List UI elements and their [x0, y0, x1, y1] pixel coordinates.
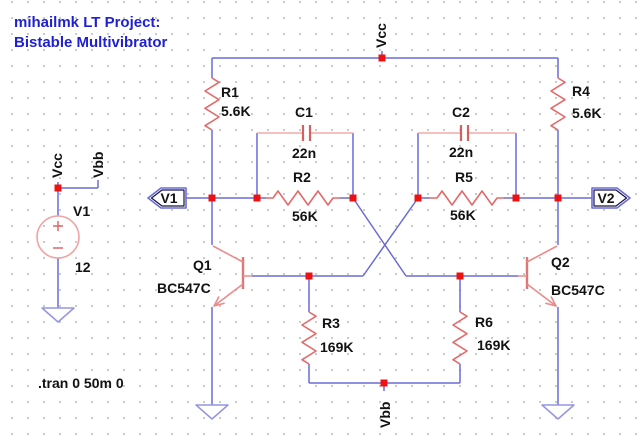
resistor-body	[266, 190, 340, 206]
port-inner-outline	[150, 189, 185, 207]
rail-label-vcc-top[interactable]: Vcc	[373, 23, 389, 48]
rail-label-vbb-left[interactable]: Vbb	[90, 152, 106, 178]
port-label: V2	[597, 190, 614, 206]
rail-label-vcc-left[interactable]: Vcc	[49, 153, 65, 178]
junction-node	[512, 194, 520, 202]
label-Q1-value[interactable]: BC547C	[157, 280, 211, 296]
junction-node	[554, 194, 562, 202]
transistor-leads	[212, 245, 252, 307]
capacitor-C1[interactable]	[257, 125, 353, 141]
source-circle	[36, 215, 80, 259]
resistor-R6[interactable]	[452, 311, 468, 365]
junction-node	[208, 194, 216, 202]
port-v1[interactable]: V1	[147, 187, 187, 209]
label-R2-value[interactable]: 56K	[292, 208, 318, 224]
resistor-body	[452, 311, 468, 365]
label-C1-value[interactable]: 22n	[292, 145, 316, 161]
label-Q1-name[interactable]: Q1	[193, 257, 212, 273]
resistor-R3[interactable]	[301, 311, 317, 365]
resistor-body	[550, 77, 566, 131]
transistor-leads	[518, 245, 558, 307]
label-C2-name[interactable]: C2	[452, 104, 470, 120]
label-C1-name[interactable]: C1	[295, 104, 313, 120]
label-R2-name[interactable]: R2	[293, 169, 311, 185]
label-R3-value[interactable]: 169K	[320, 339, 353, 355]
junction-node	[456, 272, 464, 280]
port-v2[interactable]: V2	[591, 187, 631, 209]
label-V1-value[interactable]: 12	[75, 259, 91, 275]
capacitor-C2[interactable]	[418, 125, 516, 141]
label-R4-value[interactable]: 5.6K	[572, 105, 602, 121]
voltage-source-V1[interactable]	[36, 215, 80, 259]
junction-node	[253, 194, 261, 202]
label-R6-value[interactable]: 169K	[477, 337, 510, 353]
port-label: V1	[160, 190, 177, 206]
resistor-body	[430, 190, 504, 206]
ground-symbol-q1[interactable]	[195, 404, 229, 420]
label-R4-name[interactable]: R4	[572, 83, 590, 99]
transistor-Q1[interactable]	[212, 245, 252, 307]
label-Q2-name[interactable]: Q2	[551, 254, 570, 270]
title-line-1[interactable]: mihailmk LT Project:	[14, 14, 160, 31]
label-R1-name[interactable]: R1	[221, 84, 239, 100]
label-R1-value[interactable]: 5.6K	[221, 103, 251, 119]
spice-directive[interactable]: .tran 0 50m 0	[38, 375, 124, 391]
resistor-R5[interactable]	[430, 190, 504, 206]
resistor-R4[interactable]	[550, 77, 566, 131]
ground-symbol-left[interactable]	[41, 307, 75, 323]
ground-symbol-q2[interactable]	[541, 404, 575, 420]
capacitor-plates	[459, 125, 470, 141]
label-R5-name[interactable]: R5	[455, 169, 473, 185]
capacitor-plates	[301, 125, 312, 141]
junction-node	[349, 194, 357, 202]
label-R3-name[interactable]: R3	[322, 315, 340, 331]
plus-sign	[53, 221, 63, 231]
label-V1-name[interactable]: V1	[73, 203, 90, 219]
resistor-R2[interactable]	[266, 190, 340, 206]
junction-node	[54, 184, 62, 192]
junction-node	[414, 194, 422, 202]
port-inner-outline	[593, 189, 628, 207]
junction-node	[378, 54, 386, 62]
junction-node	[305, 272, 313, 280]
resistor-body	[301, 311, 317, 365]
junction-node	[380, 379, 388, 387]
transistor-Q2[interactable]	[518, 245, 558, 307]
resistor-body	[204, 77, 220, 131]
resistor-R1[interactable]	[204, 77, 220, 131]
rail-label-vbb-bottom[interactable]: Vbb	[377, 402, 393, 428]
label-R5-value[interactable]: 56K	[450, 207, 476, 223]
label-C2-value[interactable]: 22n	[449, 144, 473, 160]
label-Q2-value[interactable]: BC547C	[551, 282, 605, 298]
title-line-2[interactable]: Bistable Multivibrator	[14, 34, 168, 51]
label-R6-name[interactable]: R6	[475, 314, 493, 330]
